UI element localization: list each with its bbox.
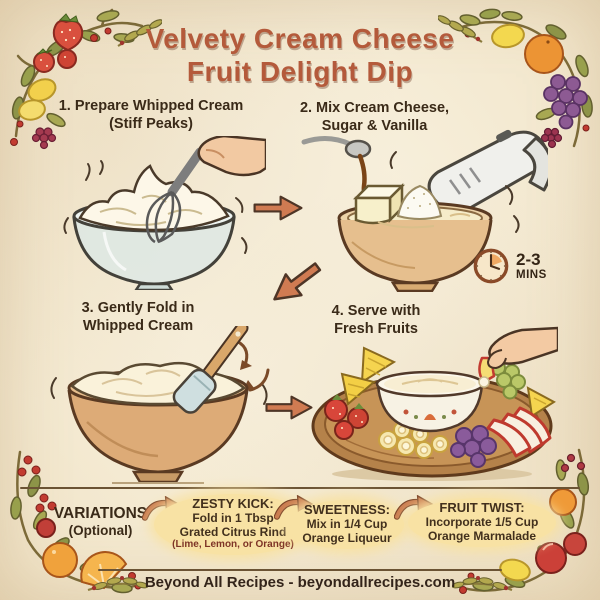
variation-fruit-twist: FRUIT TWIST: Incorporate 1/5 Cup Orange … — [408, 498, 556, 547]
variation-line: Mix in 1/4 Cup — [306, 517, 388, 531]
variation-line: Orange Marmalade — [427, 529, 537, 543]
variations-title: VARIATIONS — [53, 505, 148, 522]
page-title: Velvety Cream Cheese Fruit Delight Dip — [0, 22, 600, 88]
leaf-sprig-icon — [117, 19, 162, 47]
footer-divider — [98, 569, 502, 571]
fruit-platter-illustration — [306, 324, 560, 486]
step-1-line-2: (Stiff Peaks) — [109, 116, 193, 132]
step-4-label: 4. Serve with Fresh Fruits — [292, 302, 460, 338]
fruit-border-bottom-left-icon — [10, 450, 144, 594]
highlight-oval — [290, 500, 404, 549]
timer-duration: 2-3 — [516, 250, 541, 270]
variation-title: ZESTY KICK: — [192, 496, 274, 511]
variation-sweetness: SWEETNESS: Mix in 1/4 Cup Orange Liqueur — [290, 500, 404, 549]
arrow-step1-to-step2-icon — [252, 192, 304, 224]
highlight-oval — [408, 498, 556, 547]
arrow-step3-to-step4-icon — [264, 392, 314, 423]
fruit-border-top-right-icon — [456, 8, 593, 149]
step-3-label: 3. Gently Fold in Whipped Cream — [38, 299, 238, 335]
step-2-label: 2. Mix Cream Cheese, Sugar & Vanilla — [282, 99, 467, 135]
step-1-line-1: 1. Prepare Whipped Cream — [58, 98, 244, 114]
step-2-line-1: 2. Mix Cream Cheese, — [299, 100, 450, 116]
variations-heading: VARIATIONS (Optional) — [38, 505, 163, 538]
variation-line: Incorporate 1/5 Cup — [425, 515, 539, 529]
variation-line: Grated Citrus Rind — [179, 525, 287, 539]
folding-bowl-illustration — [42, 321, 274, 484]
timer-unit: MINS — [516, 268, 547, 281]
fruit-border-bottom-right-icon — [455, 448, 590, 594]
variation-note: (Lime, Lemon, or Orange) — [172, 539, 294, 550]
title-line-2: Fruit Delight Dip — [186, 56, 414, 87]
leaf-sprig-icon — [452, 576, 513, 591]
variation-title: FRUIT TWIST: — [439, 500, 525, 515]
step-3-line-1: 3. Gently Fold in — [81, 300, 195, 316]
fruit-border-top-left-icon — [10, 8, 144, 150]
footer-credit: Beyond All Recipes - beyondallrecipes.co… — [144, 574, 456, 591]
variations-subtitle: (Optional) — [68, 523, 133, 538]
variation-line: Fold in 1 Tbsp — [192, 511, 274, 525]
arrow-step2-to-step3-icon — [259, 249, 334, 317]
step-1-label: 1. Prepare Whipped Cream (Stiff Peaks) — [36, 97, 266, 133]
mixing-bowl-illustration — [300, 124, 553, 293]
timer-badge: 2-3 MINS — [472, 247, 547, 285]
whipped-cream-bowl-illustration — [48, 134, 268, 292]
step-4-line-1: 4. Serve with — [331, 303, 421, 319]
leaf-sprig-icon — [87, 576, 148, 591]
step-3-line-2: Whipped Cream — [82, 318, 194, 334]
step-4-line-2: Fresh Fruits — [334, 321, 418, 337]
variation-line: Orange Liqueur — [302, 531, 392, 545]
clock-icon — [473, 248, 509, 284]
leaf-sprig-icon — [438, 15, 483, 43]
title-line-1: Velvety Cream Cheese — [145, 23, 455, 54]
variation-title: SWEETNESS: — [304, 502, 390, 517]
section-divider — [20, 487, 580, 489]
step-2-line-2: Sugar & Vanilla — [321, 118, 428, 134]
